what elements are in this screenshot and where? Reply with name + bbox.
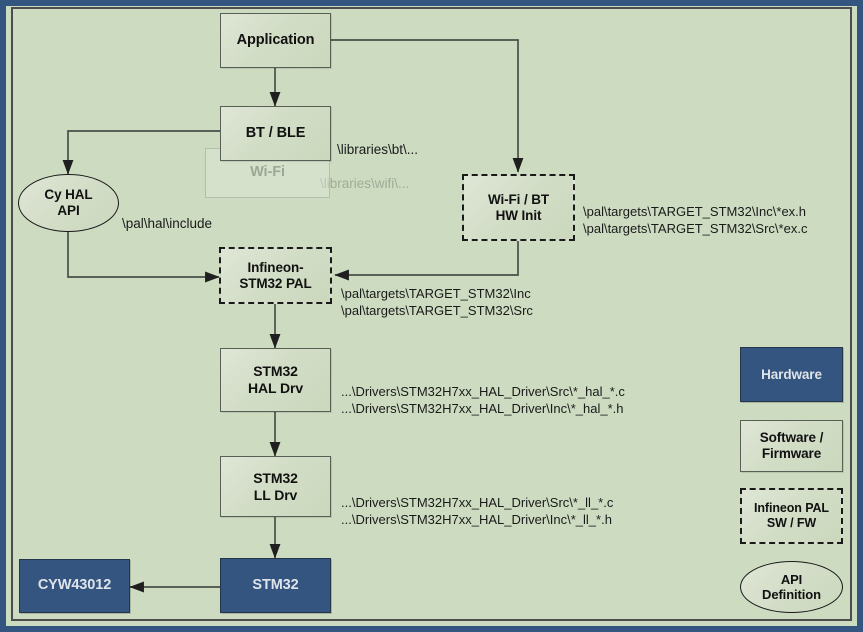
node-stm32-ll-drv-line1: STM32 xyxy=(253,469,298,486)
legend-software-line2: Firmware xyxy=(761,446,822,461)
node-cyw43012[interactable]: CYW43012 xyxy=(19,559,130,613)
legend-item-infineon-pal: Infineon PAL SW / FW xyxy=(740,488,843,544)
node-stm32-hardware-label: STM32 xyxy=(252,576,299,593)
legend-api-line1: API xyxy=(780,571,803,587)
node-wifi-bt-hw-init-line1: Wi-Fi / BT xyxy=(487,191,550,207)
node-stm32-hal-drv-line1: STM32 xyxy=(253,363,298,380)
label-libraries-bt: \libraries\bt\... xyxy=(337,142,419,157)
node-bt-ble[interactable]: BT / BLE xyxy=(220,106,331,161)
node-infineon-stm32-pal-line1: Infineon- xyxy=(247,259,304,275)
node-application[interactable]: Application xyxy=(220,13,331,68)
label-hal-drv-path-1: ...\Drivers\STM32H7xx_HAL_Driver\Src\*_h… xyxy=(341,384,625,399)
node-cyw43012-label: CYW43012 xyxy=(37,577,112,594)
node-cy-hal-api-line1: Cy HAL xyxy=(44,187,93,203)
node-stm32-ll-drv-line2: LL Drv xyxy=(253,486,298,503)
node-stm32-hal-drv-line2: HAL Drv xyxy=(247,380,304,396)
node-stm32-ll-drv[interactable]: STM32 LL Drv xyxy=(220,456,331,517)
label-hw-init-path-1: \pal\targets\TARGET_STM32\Inc\*ex.h xyxy=(583,204,807,219)
node-wifi-bt-hw-init[interactable]: Wi-Fi / BT HW Init xyxy=(462,174,575,241)
legend-api-line2: Definition xyxy=(762,587,821,602)
legend-hardware-label: Hardware xyxy=(761,366,822,382)
label-pal-hal-include: \pal\hal\include xyxy=(122,216,213,231)
legend-infineon-pal-line1: Infineon PAL xyxy=(754,501,829,516)
label-ll-drv-path-2: ...\Drivers\STM32H7xx_HAL_Driver\Inc\*_l… xyxy=(341,512,612,527)
node-cy-hal-api-line2: API xyxy=(57,203,80,218)
label-ll-drv-path-1: ...\Drivers\STM32H7xx_HAL_Driver\Src\*_l… xyxy=(341,495,614,510)
node-infineon-stm32-pal-line2: STM32 PAL xyxy=(239,275,312,291)
node-wifi-bt-hw-init-line2: HW Init xyxy=(495,207,542,223)
node-application-label: Application xyxy=(236,31,315,48)
node-bt-ble-label: BT / BLE xyxy=(245,124,306,141)
node-cy-hal-api[interactable]: Cy HAL API xyxy=(18,174,119,232)
label-hw-init-path-2: \pal\targets\TARGET_STM32\Src\*ex.c xyxy=(583,221,808,236)
node-wifi-label: Wi-Fi xyxy=(250,164,285,181)
legend-infineon-pal-line2: SW / FW xyxy=(766,516,817,530)
node-stm32-hal-drv[interactable]: STM32 HAL Drv xyxy=(220,348,331,412)
label-libraries-wifi: \libraries\wifi\... xyxy=(320,176,410,191)
legend-item-api: API Definition xyxy=(740,561,843,613)
legend-software-line1: Software / xyxy=(759,430,824,446)
label-hal-drv-path-2: ...\Drivers\STM32H7xx_HAL_Driver\Inc\*_h… xyxy=(341,401,624,416)
legend-item-hardware: Hardware xyxy=(740,347,843,402)
label-pal-path-1: \pal\targets\TARGET_STM32\Inc xyxy=(341,286,531,301)
node-stm32-hardware[interactable]: STM32 xyxy=(220,558,331,613)
label-pal-path-2: \pal\targets\TARGET_STM32\Src xyxy=(341,303,533,318)
node-infineon-stm32-pal[interactable]: Infineon- STM32 PAL xyxy=(219,247,332,304)
legend-item-software: Software / Firmware xyxy=(740,420,843,472)
